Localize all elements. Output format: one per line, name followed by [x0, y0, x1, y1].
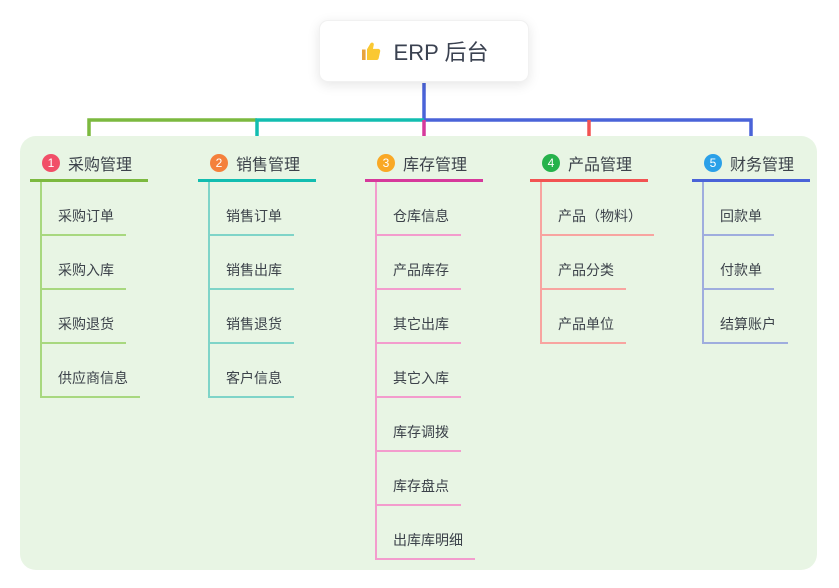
node-purchase-order[interactable]: 采购订单	[40, 206, 126, 236]
node-sales-return[interactable]: 销售退货	[208, 314, 294, 344]
thumbs-up-icon	[360, 39, 384, 63]
node-receipt-bill[interactable]: 回款单	[702, 206, 774, 236]
branch-sales-label: 销售管理	[236, 157, 301, 174]
child-row: 其它入库	[365, 344, 483, 398]
node-outbound-detail[interactable]: 出库库明细	[375, 530, 475, 560]
branch-sales-header[interactable]: 2 销售管理	[198, 150, 316, 176]
branch-product-trunk	[540, 182, 542, 344]
child-row: 采购入库	[30, 236, 148, 290]
branch-finance-header[interactable]: 5 财务管理	[692, 150, 810, 176]
branch-product-label: 产品管理	[568, 157, 633, 174]
node-stock-taking[interactable]: 库存盘点	[375, 476, 461, 506]
branch-product: 4 产品管理 产品（物料） 产品分类 产品单位	[530, 150, 654, 344]
branch-purchase: 1 采购管理 采购订单 采购入库 采购退货 供应商信息	[30, 150, 148, 398]
child-row: 仓库信息	[365, 182, 483, 236]
node-product-material[interactable]: 产品（物料）	[540, 206, 654, 236]
child-row: 回款单	[692, 182, 810, 236]
node-other-outbound[interactable]: 其它出库	[375, 314, 461, 344]
node-warehouse-info[interactable]: 仓库信息	[375, 206, 461, 236]
child-row: 产品（物料）	[530, 182, 654, 236]
child-row: 销售退货	[198, 290, 316, 344]
node-other-inbound[interactable]: 其它入库	[375, 368, 461, 398]
child-row: 付款单	[692, 236, 810, 290]
branch-sales: 2 销售管理 销售订单 销售出库 销售退货 客户信息	[198, 150, 316, 398]
child-row: 销售订单	[198, 182, 316, 236]
branch-purchase-label: 采购管理	[68, 157, 133, 174]
child-row: 采购订单	[30, 182, 148, 236]
badge-2: 2	[210, 154, 228, 172]
child-row: 产品库存	[365, 236, 483, 290]
node-sales-order[interactable]: 销售订单	[208, 206, 294, 236]
child-row: 库存盘点	[365, 452, 483, 506]
node-settlement-account[interactable]: 结算账户	[702, 314, 788, 344]
root-node-label: ERP 后台	[393, 40, 489, 65]
child-row: 采购退货	[30, 290, 148, 344]
node-product-unit[interactable]: 产品单位	[540, 314, 626, 344]
badge-5: 5	[704, 154, 722, 172]
branch-finance-trunk	[702, 182, 704, 344]
child-row: 销售出库	[198, 236, 316, 290]
child-row: 产品单位	[530, 290, 648, 344]
node-sales-outbound[interactable]: 销售出库	[208, 260, 294, 290]
branch-purchase-underline	[30, 179, 148, 182]
child-row: 供应商信息	[30, 344, 148, 398]
node-customer-info[interactable]: 客户信息	[208, 368, 294, 398]
child-row: 结算账户	[692, 290, 810, 344]
branch-product-header[interactable]: 4 产品管理	[530, 150, 648, 176]
branch-inventory-label: 库存管理	[403, 157, 468, 174]
branch-finance-label: 财务管理	[730, 157, 795, 174]
branch-inventory-trunk	[375, 182, 377, 560]
child-row: 出库库明细	[365, 506, 483, 560]
branch-finance: 5 财务管理 回款单 付款单 结算账户	[692, 150, 810, 344]
branch-product-underline	[530, 179, 648, 182]
badge-3: 3	[377, 154, 395, 172]
root-node-erp[interactable]: ERP 后台	[319, 20, 529, 82]
node-supplier-info[interactable]: 供应商信息	[40, 368, 140, 398]
node-product-stock[interactable]: 产品库存	[375, 260, 461, 290]
branch-sales-underline	[198, 179, 316, 182]
node-payment-bill[interactable]: 付款单	[702, 260, 774, 290]
node-purchase-return[interactable]: 采购退货	[40, 314, 126, 344]
branch-purchase-trunk	[40, 182, 42, 398]
node-purchase-inbound[interactable]: 采购入库	[40, 260, 126, 290]
branch-inventory-header[interactable]: 3 库存管理	[365, 150, 483, 176]
branches-panel	[20, 136, 817, 570]
branch-inventory: 3 库存管理 仓库信息 产品库存 其它出库 其它入库 库存调拨 库存盘点 出库库…	[365, 150, 483, 560]
branch-finance-underline	[692, 179, 810, 182]
node-stock-transfer[interactable]: 库存调拨	[375, 422, 461, 452]
child-row: 产品分类	[530, 236, 648, 290]
badge-1: 1	[42, 154, 60, 172]
badge-4: 4	[542, 154, 560, 172]
child-row: 其它出库	[365, 290, 483, 344]
child-row: 库存调拨	[365, 398, 483, 452]
branch-purchase-header[interactable]: 1 采购管理	[30, 150, 148, 176]
branch-inventory-underline	[365, 179, 483, 182]
child-row: 客户信息	[198, 344, 316, 398]
node-product-category[interactable]: 产品分类	[540, 260, 626, 290]
branch-sales-trunk	[208, 182, 210, 398]
